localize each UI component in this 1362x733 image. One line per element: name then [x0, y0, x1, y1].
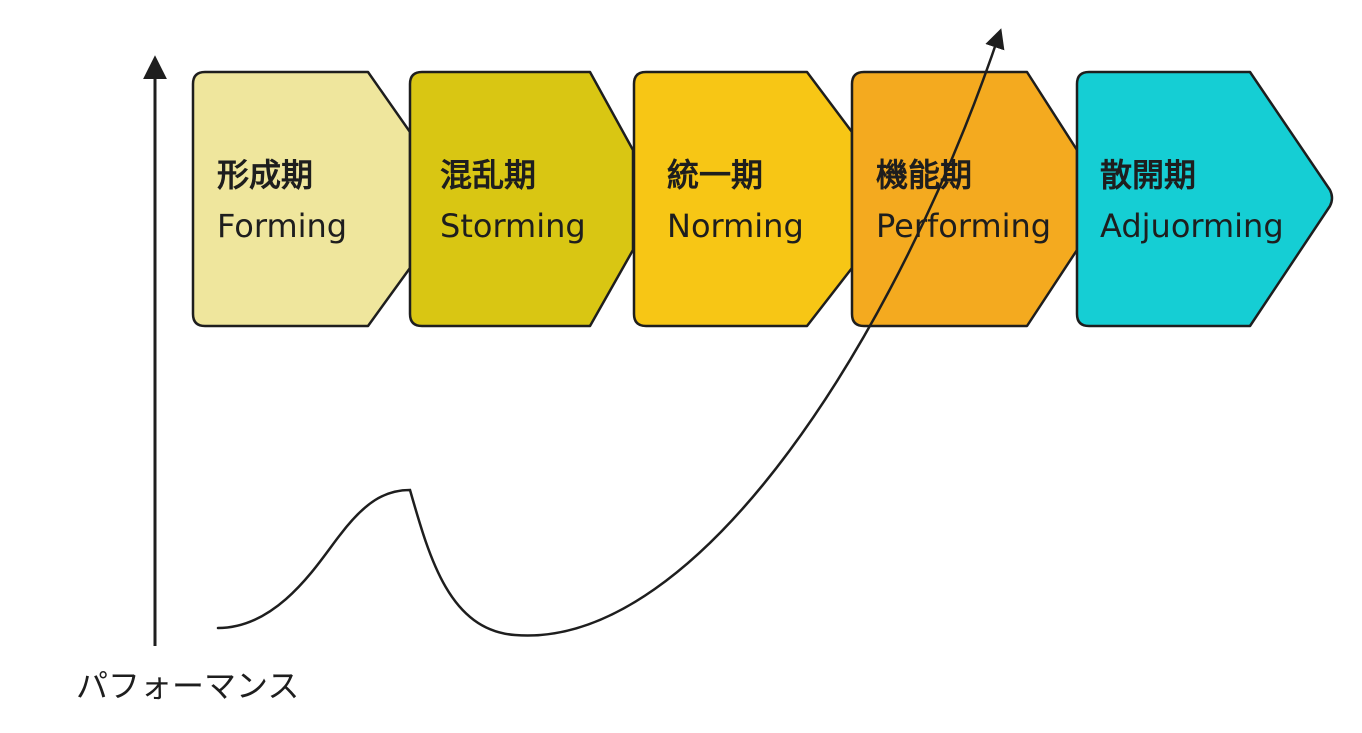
stage-forming-jp: 形成期 [217, 156, 313, 194]
stage-storming-jp: 混乱期 [440, 156, 536, 194]
performance-curve [216, 28, 1005, 637]
stage-performing-shape [850, 70, 1079, 328]
stage-norming-shape [632, 70, 854, 328]
stage-adjourning-en: Adjuorming [1100, 207, 1284, 245]
stage-norming-jp: 統一期 [667, 156, 763, 194]
stage-performing: 機能期 Performing [850, 70, 1079, 328]
stage-norming-en: Norming [667, 207, 804, 245]
stage-storming-en: Storming [440, 207, 586, 245]
stage-norming: 統一期 Norming [632, 70, 854, 328]
stage-forming-en: Forming [217, 207, 347, 245]
stage-adjourning-jp: 散開期 [1100, 156, 1196, 194]
stage-storming-shape [408, 70, 635, 328]
stage-performing-jp: 機能期 [876, 156, 972, 194]
performance-axis-label: パフォーマンス [76, 667, 299, 705]
stage-performing-en: Performing [876, 207, 1051, 245]
stage-storming: 混乱期 Storming [408, 70, 635, 328]
stage-forming: 形成期 Forming [191, 70, 412, 328]
stage-adjourning-shape [1075, 70, 1334, 328]
stage-adjourning: 散開期 Adjuorming [1075, 70, 1334, 328]
stage-forming-shape [191, 70, 412, 328]
